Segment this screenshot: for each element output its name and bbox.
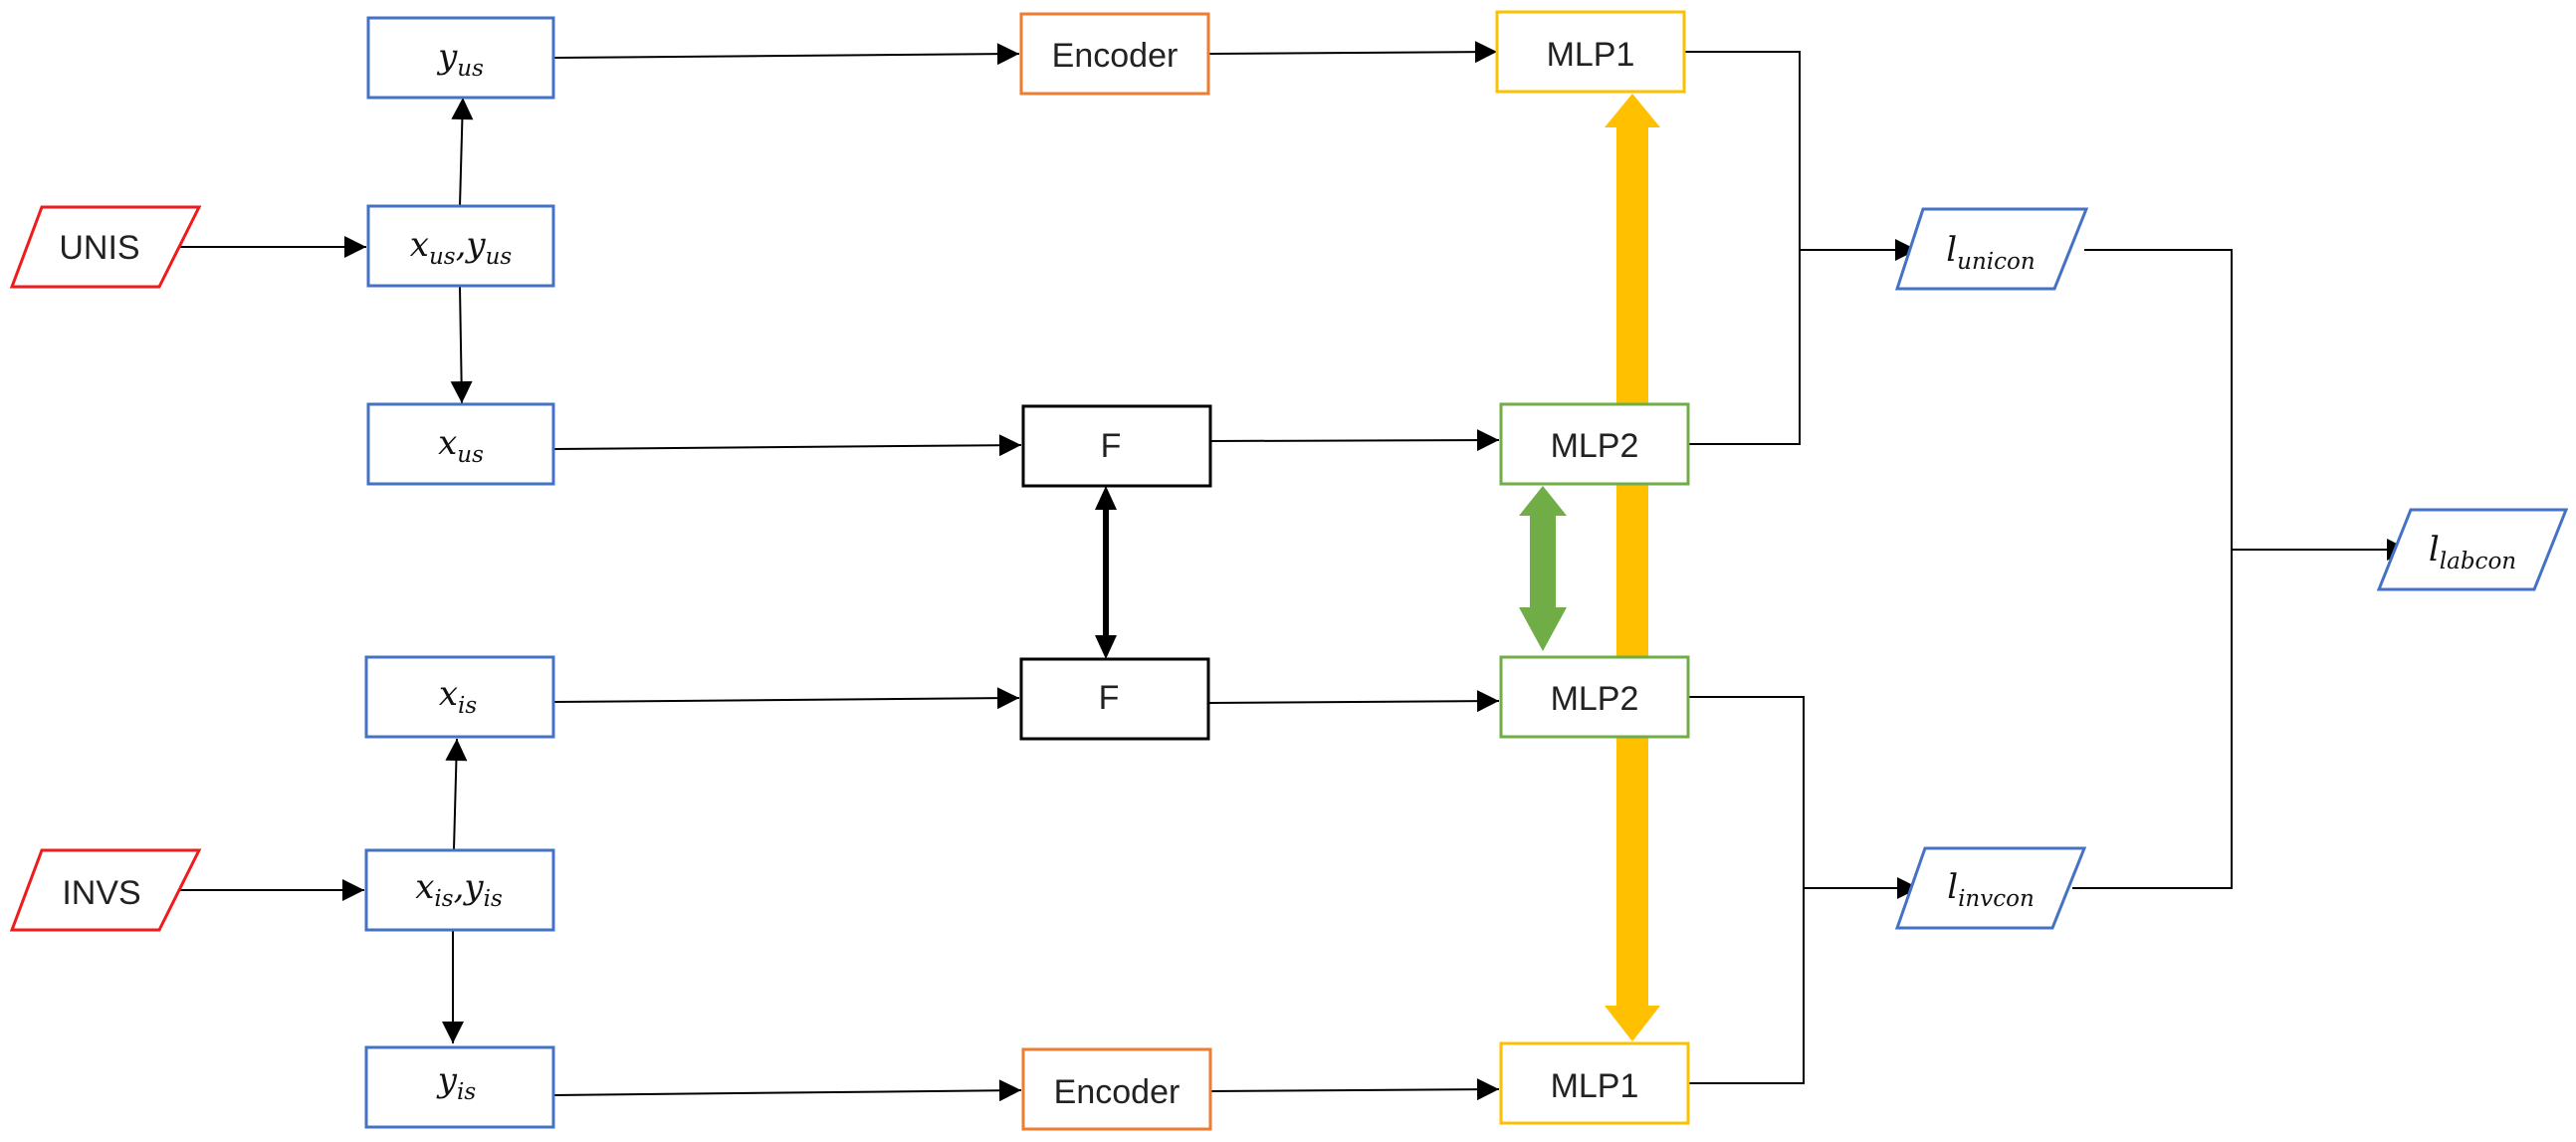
edge-f-bottom-to-mlp2-bottom xyxy=(1207,690,1500,713)
node-pair-is: xis,yis xyxy=(364,848,555,932)
f-top-label: F xyxy=(1101,427,1122,465)
svg-text:xus: xus xyxy=(438,423,484,468)
mlp1-contrast-arrow xyxy=(1605,94,1660,1041)
loss-labcon: llabcon xyxy=(2376,508,2569,591)
svg-text:lunicon: lunicon xyxy=(1946,230,2035,275)
node-pair-us-b: y xyxy=(464,225,486,265)
svg-text:linvcon: linvcon xyxy=(1947,867,2035,912)
mlp1-bottom: MLP1 xyxy=(1499,1041,1690,1125)
edge-pair-us-to-x-us xyxy=(450,286,473,404)
mlp1-bottom-label: MLP1 xyxy=(1551,1067,1639,1105)
node-x-us: xus xyxy=(366,402,555,486)
loss-unicon-sub: unicon xyxy=(1957,249,2036,275)
node-pair-us-a: x xyxy=(410,225,429,265)
loss-labcon-sub: labcon xyxy=(2440,549,2516,574)
node-pair-is-b-sub: is xyxy=(484,886,503,912)
edge-encoder-bottom-to-mlp1-bottom xyxy=(1207,1078,1500,1101)
mlp2-top: MLP2 xyxy=(1499,402,1690,486)
loss-invcon-base: l xyxy=(1947,867,1958,907)
node-pair-is-b: y xyxy=(462,867,484,907)
svg-text:yis: yis xyxy=(436,1060,477,1105)
mlp2-bottom-label: MLP2 xyxy=(1551,680,1639,718)
loss-invcon: linvcon xyxy=(1894,846,2087,930)
node-x-is: xis xyxy=(364,655,555,739)
node-x-us-base: x xyxy=(438,423,457,463)
connectors xyxy=(179,41,2409,1102)
f-bottom: F xyxy=(1019,657,1210,741)
svg-text:xus,yus: xus,yus xyxy=(410,225,513,270)
loss-unicon: lunicon xyxy=(1894,207,2089,291)
loss-labcon-base: l xyxy=(2429,530,2440,570)
input-unis-label: UNIS xyxy=(59,229,139,267)
input-unis: UNIS xyxy=(9,205,202,289)
edge-encoder-to-mlp1-top xyxy=(1207,41,1498,64)
encoder-bottom: Encoder xyxy=(1021,1047,1212,1131)
node-pair-us: xus,yus xyxy=(366,204,555,288)
node-pair-is-a-sub: is xyxy=(434,886,453,912)
f-shared-arrow xyxy=(1095,486,1117,659)
node-y-us-base: y xyxy=(436,37,458,77)
edge-x-us-to-f-top xyxy=(552,434,1022,457)
mlp1-top: MLP1 xyxy=(1495,10,1686,94)
encoder-bottom-label: Encoder xyxy=(1054,1073,1181,1111)
mlp2-contrast-arrow xyxy=(1519,486,1567,651)
loss-invcon-sub: invcon xyxy=(1958,886,2035,912)
node-pair-us-sep: , xyxy=(456,225,467,265)
node-y-is: yis xyxy=(364,1045,555,1129)
node-x-is-base: x xyxy=(439,674,458,714)
node-y-us-sub: us xyxy=(457,56,484,82)
input-invs-label: INVS xyxy=(62,874,140,912)
edge-x-is-to-f-bottom xyxy=(552,687,1020,710)
edge-merge-to-unicon xyxy=(1684,51,1801,445)
node-y-is-sub: is xyxy=(457,1079,476,1105)
svg-text:xis,yis: xis,yis xyxy=(415,867,503,912)
f-top: F xyxy=(1021,404,1212,488)
edge-merge-to-invcon xyxy=(1686,696,1805,1084)
mlp2-bottom: MLP2 xyxy=(1499,655,1690,739)
edge-f-top-to-mlp2-top xyxy=(1209,429,1500,452)
encoder-top: Encoder xyxy=(1019,12,1210,96)
mlp1-top-label: MLP1 xyxy=(1547,36,1635,74)
edge-y-is-to-encoder-bottom xyxy=(552,1079,1022,1102)
svg-text:llabcon: llabcon xyxy=(2429,530,2516,574)
node-pair-us-a-sub: us xyxy=(429,244,456,270)
node-pair-is-a: x xyxy=(415,867,434,907)
node-x-is-sub: is xyxy=(458,693,477,719)
node-y-us: yus xyxy=(366,16,555,100)
input-invs: INVS xyxy=(9,848,202,932)
edge-merge-to-labcon xyxy=(2072,249,2233,889)
edge-pair-is-to-x-is xyxy=(445,738,468,850)
node-y-is-base: y xyxy=(436,1060,458,1100)
svg-text:yus: yus xyxy=(436,37,484,82)
node-pair-us-b-sub: us xyxy=(486,244,513,270)
edge-pair-us-to-y-us xyxy=(451,97,474,207)
svg-text:xis: xis xyxy=(439,674,478,719)
node-x-us-sub: us xyxy=(457,442,484,468)
encoder-top-label: Encoder xyxy=(1052,37,1179,75)
f-bottom-label: F xyxy=(1099,679,1120,717)
edge-y-us-to-encoder xyxy=(552,43,1020,66)
loss-unicon-base: l xyxy=(1946,230,1957,270)
node-pair-is-sep: , xyxy=(454,867,465,907)
mlp2-top-label: MLP2 xyxy=(1551,427,1639,465)
